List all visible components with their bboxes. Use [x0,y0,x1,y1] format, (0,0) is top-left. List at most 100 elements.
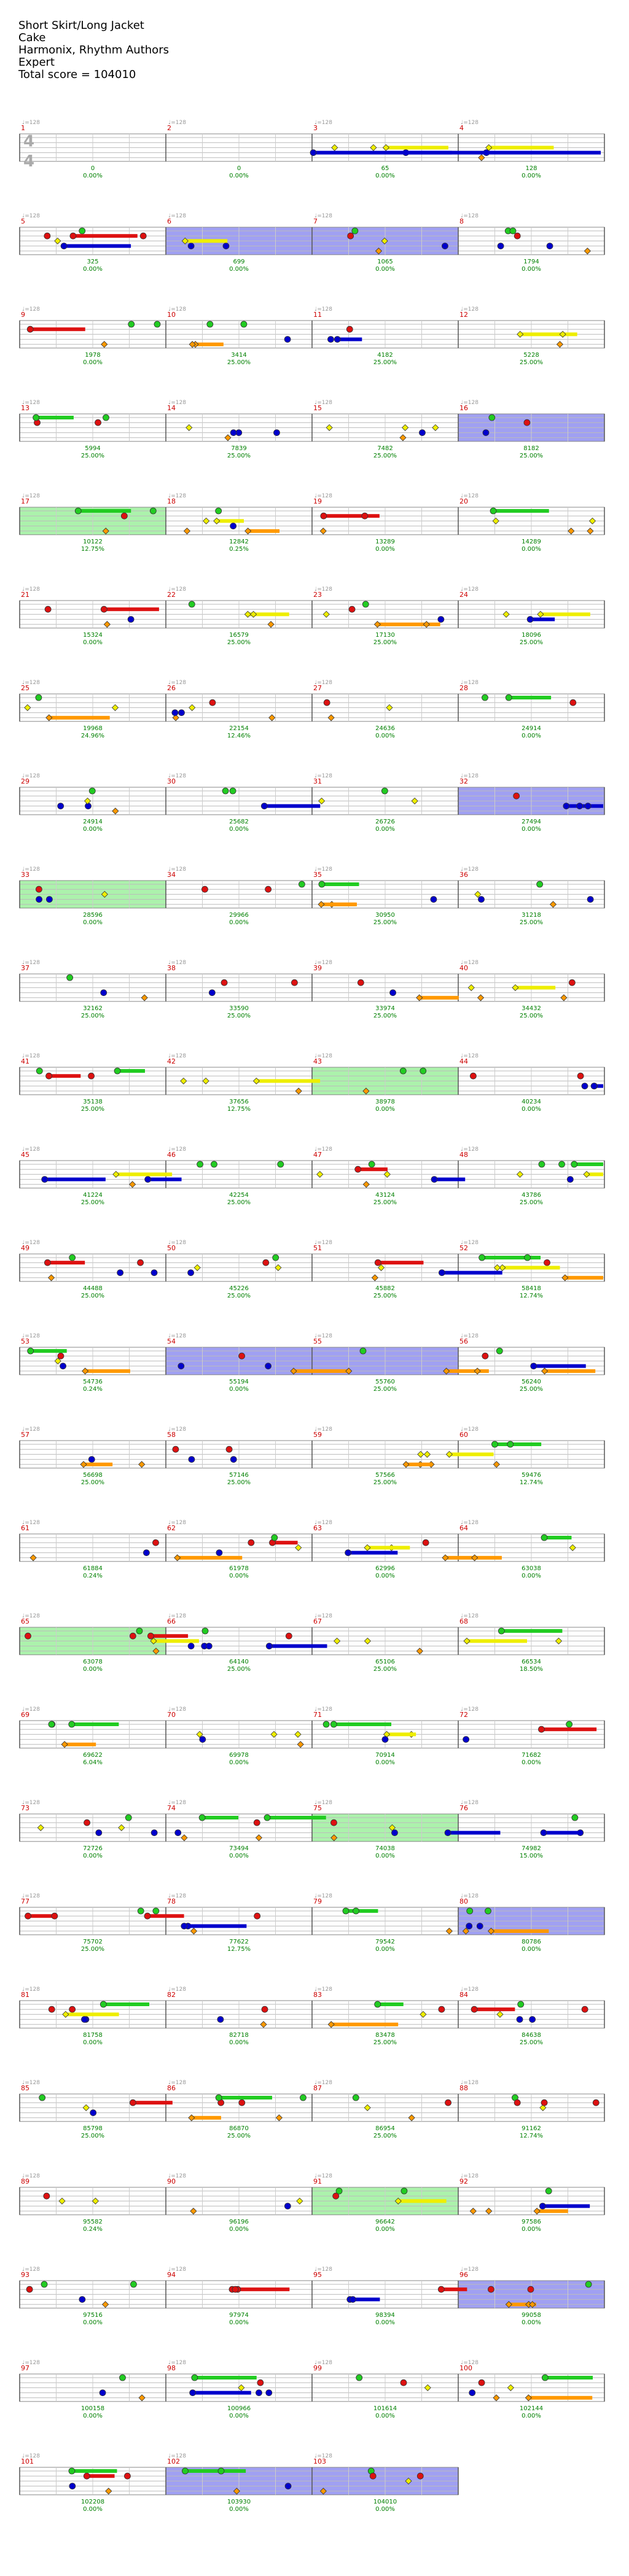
measure-score: 69978 [229,1752,249,1759]
tempo-marker: ♩=128 [461,1613,479,1619]
tempo-marker: ♩=128 [22,1426,40,1433]
sustain-tail [434,1177,466,1181]
sustain-tail [594,1084,603,1088]
note-gem [277,1161,284,1168]
sustain-tail [545,2376,593,2379]
measure-score: 44488 [83,1285,103,1292]
note-gem [188,601,195,608]
note-gem [592,2099,600,2106]
note-gem [62,2010,69,2018]
note-gem [189,2389,197,2396]
tempo-marker: ♩=128 [461,2267,479,2273]
note-gem [346,325,353,333]
note-gem [530,1363,537,1369]
note-gem [507,1441,514,1448]
note-gem [125,1814,132,1821]
measure-percent: 0.00% [229,919,249,926]
note-gem [51,1912,58,1920]
measure-score: 15324 [83,632,103,639]
sustain-tail [153,1639,199,1643]
note-gem [244,610,251,618]
measure-score: 24636 [375,725,395,732]
tempo-marker: ♩=128 [314,1706,332,1713]
note-gem [35,885,42,893]
measure-score: 59476 [522,1472,541,1479]
tempo-marker: ♩=128 [168,960,186,966]
measure-score: 17130 [375,632,395,639]
measure-percent: 0.00% [229,173,249,179]
measure-number: 23 [313,591,322,599]
measure-score: 0 [237,165,241,172]
tempo-marker: ♩=128 [461,2360,479,2366]
measure-score: 37656 [229,1099,249,1105]
sustain-tail [49,715,110,720]
note-gem [560,994,568,1002]
measure-score: 63078 [83,1659,103,1665]
note-gem [129,1181,136,1188]
measure-number: 82 [167,1991,176,1999]
note-gem [544,1259,550,1266]
tempo-marker: ♩=128 [22,586,40,593]
sustain-tail [348,1551,398,1555]
tempo-marker: ♩=128 [22,306,40,313]
note-gem [83,2472,90,2480]
note-gem [566,1721,573,1728]
measure-number: 99 [313,2364,322,2372]
note-gem [39,2094,46,2101]
measure-number: 71 [313,1711,322,1719]
measure-number: 100 [459,2364,472,2372]
note-gem [316,1170,324,1178]
note-gem [493,2394,500,2402]
measure-number: 42 [167,1057,176,1065]
measure-percent: 0.00% [522,1573,541,1579]
measure-percent: 0.00% [229,1573,249,1579]
note-gem [80,1461,87,1468]
note-gem [478,154,485,161]
measure-score: 7482 [377,445,393,452]
note-gem [581,1083,588,1089]
measure-percent: 0.00% [83,359,103,366]
note-gem [345,1368,353,1375]
note-gem [408,2114,415,2122]
sustain-tail [256,1079,321,1083]
note-gem [88,1456,95,1463]
note-gem [300,2094,307,2101]
note-gem [497,243,504,249]
measure-percent: 25.00% [520,1386,543,1393]
note-gem [206,321,214,328]
note-gem [222,243,230,249]
sustain-tail [386,146,448,150]
note-gem [81,2016,88,2023]
tempo-marker: ♩=128 [314,586,332,593]
measure-score: 70914 [375,1752,395,1759]
measure-percent: 0.00% [375,2506,395,2513]
note-gem [357,979,364,986]
sustain-tail [357,1167,388,1172]
sustain-tail [386,1732,416,1737]
measure-number: 80 [459,1897,468,1905]
note-gem [44,232,51,239]
measure-percent: 0.00% [375,2226,395,2233]
note-gem [364,1637,371,1644]
note-gem [584,803,592,809]
sustain-tail [367,1546,410,1550]
sustain-tail [117,1069,146,1073]
measure-number: 1 [21,124,25,132]
note-gem [487,2286,494,2293]
note-gem [43,2192,50,2200]
measure-score: 7839 [231,445,246,452]
note-gem [462,1928,469,1935]
note-gem [352,2094,359,2101]
measure-number: 64 [459,1524,468,1532]
tempo-marker: ♩=128 [22,120,40,126]
note-gem [381,787,388,795]
note-gem [29,1554,37,1562]
note-gem [327,336,334,343]
sustain-tail [313,150,601,155]
sustain-tail [544,1536,572,1539]
measure-score: 40234 [522,1099,541,1105]
note-gem [295,1544,302,1551]
